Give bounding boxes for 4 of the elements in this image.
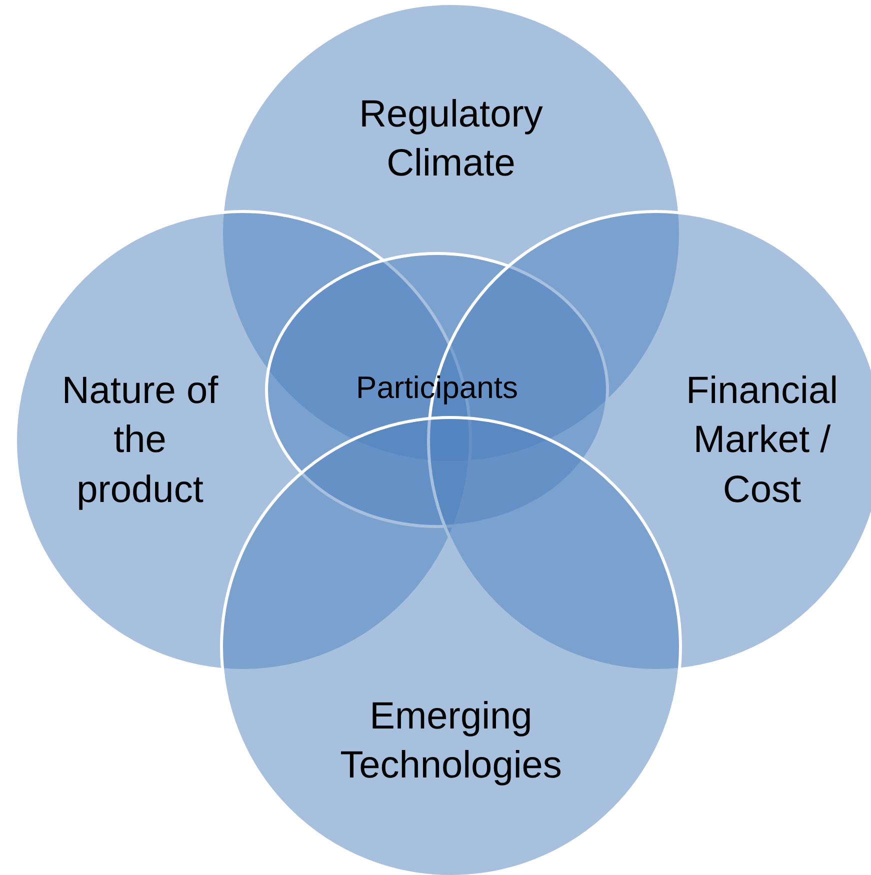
circle-label: Regulatory Climate <box>358 92 544 187</box>
circle-label: Nature of the product <box>60 368 220 513</box>
circle-label: Financial Market / Cost <box>684 368 840 513</box>
circle-label: Emerging Technologies <box>339 694 563 789</box>
